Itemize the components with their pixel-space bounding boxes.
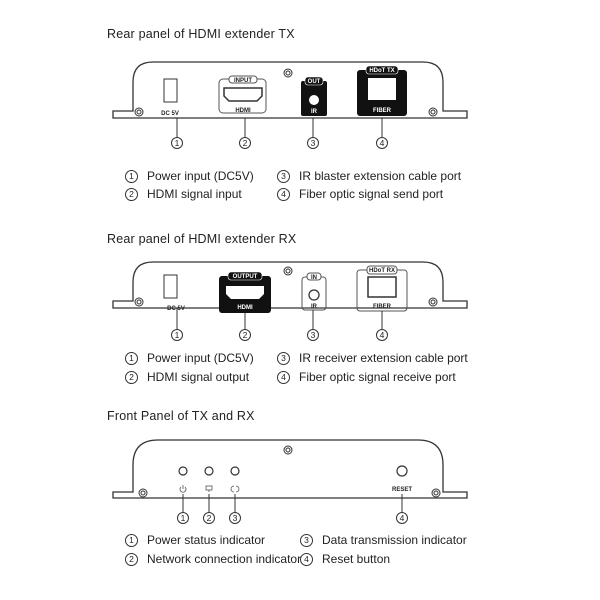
ir-top-label: IN bbox=[311, 275, 317, 281]
tx-rear-panel-diagram: DC 5V INPUT HDMI OUT IR HDoT TX FIBER 1 … bbox=[112, 61, 468, 149]
callout-2: 2 bbox=[243, 330, 248, 340]
hdmi-top-label: INPUT bbox=[234, 78, 252, 84]
ir-jack bbox=[309, 95, 319, 105]
screw-icon bbox=[134, 297, 144, 307]
callout-1: 1 bbox=[175, 138, 180, 148]
fiber-top-label: HDoT TX bbox=[369, 68, 394, 74]
dc-power-port bbox=[163, 78, 178, 103]
screw-icon bbox=[428, 297, 438, 307]
callout-4: 4 bbox=[380, 138, 385, 148]
device-outline bbox=[112, 439, 468, 499]
reset-button[interactable] bbox=[396, 465, 408, 477]
dc-power-port bbox=[163, 274, 178, 299]
callout-3: 3 bbox=[311, 138, 316, 148]
hdmi-bottom-label: HDMI bbox=[235, 108, 251, 114]
device-outline bbox=[112, 261, 468, 309]
ir-jack bbox=[308, 289, 320, 301]
device-outline bbox=[112, 61, 468, 119]
callout-2: 2 bbox=[207, 513, 212, 523]
rx-section-title: Rear panel of HDMI extender RX bbox=[107, 232, 297, 246]
screw-icon bbox=[428, 107, 438, 117]
ir-bottom-label: IR bbox=[311, 109, 318, 115]
front-section-title: Front Panel of TX and RX bbox=[107, 409, 255, 423]
data-transmission-icon bbox=[230, 485, 240, 493]
fiber-port bbox=[367, 276, 397, 298]
ir-top-label: OUT bbox=[308, 79, 321, 85]
hdmi-port bbox=[226, 286, 264, 299]
reset-label: RESET bbox=[392, 487, 412, 493]
network-icon bbox=[205, 485, 213, 492]
screw-icon bbox=[431, 488, 441, 498]
rx-rear-panel-diagram: DC 5V OUTPUT HDMI IN IR HDoT RX FIBER 1 … bbox=[112, 261, 468, 341]
screw-icon bbox=[283, 68, 293, 78]
callout-2: 2 bbox=[243, 138, 248, 148]
callout-3: 3 bbox=[233, 513, 238, 523]
fiber-bottom-label: FIBER bbox=[373, 108, 392, 114]
callout-3: 3 bbox=[311, 330, 316, 340]
screw-icon bbox=[134, 107, 144, 117]
screw-icon bbox=[283, 445, 293, 455]
data-led bbox=[230, 466, 240, 476]
network-led bbox=[204, 466, 214, 476]
fiber-top-label: HDoT RX bbox=[369, 268, 395, 274]
callout-4: 4 bbox=[400, 513, 405, 523]
dc-label: DC 5V bbox=[167, 306, 185, 312]
callout-4: 4 bbox=[380, 330, 385, 340]
screw-icon bbox=[138, 488, 148, 498]
hdmi-port bbox=[223, 87, 263, 102]
power-icon bbox=[179, 485, 187, 493]
hdmi-bottom-label: HDMI bbox=[237, 305, 253, 311]
tx-section-title: Rear panel of HDMI extender TX bbox=[107, 27, 295, 41]
dc-label: DC 5V bbox=[161, 111, 179, 117]
hdmi-top-label: OUTPUT bbox=[233, 274, 258, 280]
power-led bbox=[178, 466, 188, 476]
front-panel-diagram: RESET 1 2 3 4 bbox=[112, 439, 468, 524]
fiber-bottom-label: FIBER bbox=[373, 304, 392, 310]
ir-bottom-label: IR bbox=[311, 304, 318, 310]
fiber-port bbox=[368, 78, 396, 100]
callout-1: 1 bbox=[181, 513, 186, 523]
callout-1: 1 bbox=[175, 330, 180, 340]
screw-icon bbox=[283, 266, 293, 276]
